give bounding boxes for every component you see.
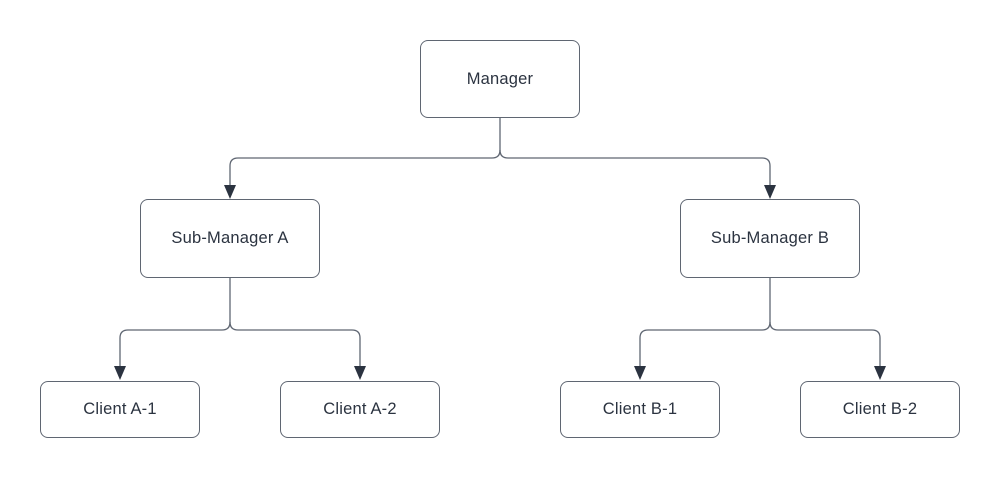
- connector-sub-a-client-a2: [229, 321, 361, 367]
- connector-manager-sub-b: [499, 149, 771, 186]
- node-sub-manager-a[interactable]: Sub-Manager A: [140, 199, 320, 278]
- node-client-a2-label: Client A-2: [323, 400, 397, 418]
- node-client-b1[interactable]: Client B-1: [560, 381, 720, 438]
- node-client-b2-label: Client B-2: [842, 400, 918, 418]
- node-client-b1-label: Client B-1: [602, 400, 678, 418]
- node-sub-manager-a-label: Sub-Manager A: [171, 229, 289, 247]
- node-client-a1-label: Client A-1: [83, 400, 157, 418]
- node-sub-manager-b[interactable]: Sub-Manager B: [680, 199, 860, 278]
- node-client-a1[interactable]: Client A-1: [40, 381, 200, 438]
- node-client-a2[interactable]: Client A-2: [280, 381, 440, 438]
- arrowhead-client-a1: [114, 366, 126, 380]
- node-manager[interactable]: Manager: [420, 40, 580, 118]
- arrowhead-client-b2: [874, 366, 886, 380]
- connector-manager-sub-a: [229, 149, 501, 186]
- arrowhead-sub-b: [764, 185, 776, 199]
- node-sub-manager-b-label: Sub-Manager B: [710, 229, 830, 247]
- node-manager-label: Manager: [466, 69, 534, 88]
- node-client-b2[interactable]: Client B-2: [800, 381, 960, 438]
- connector-sub-a-client-a1: [119, 321, 231, 367]
- connector-sub-b-client-b1: [639, 321, 771, 367]
- arrowhead-sub-a: [224, 185, 236, 199]
- arrowhead-client-b1: [634, 366, 646, 380]
- connector-sub-b-client-b2: [769, 321, 881, 367]
- arrowhead-client-a2: [354, 366, 366, 380]
